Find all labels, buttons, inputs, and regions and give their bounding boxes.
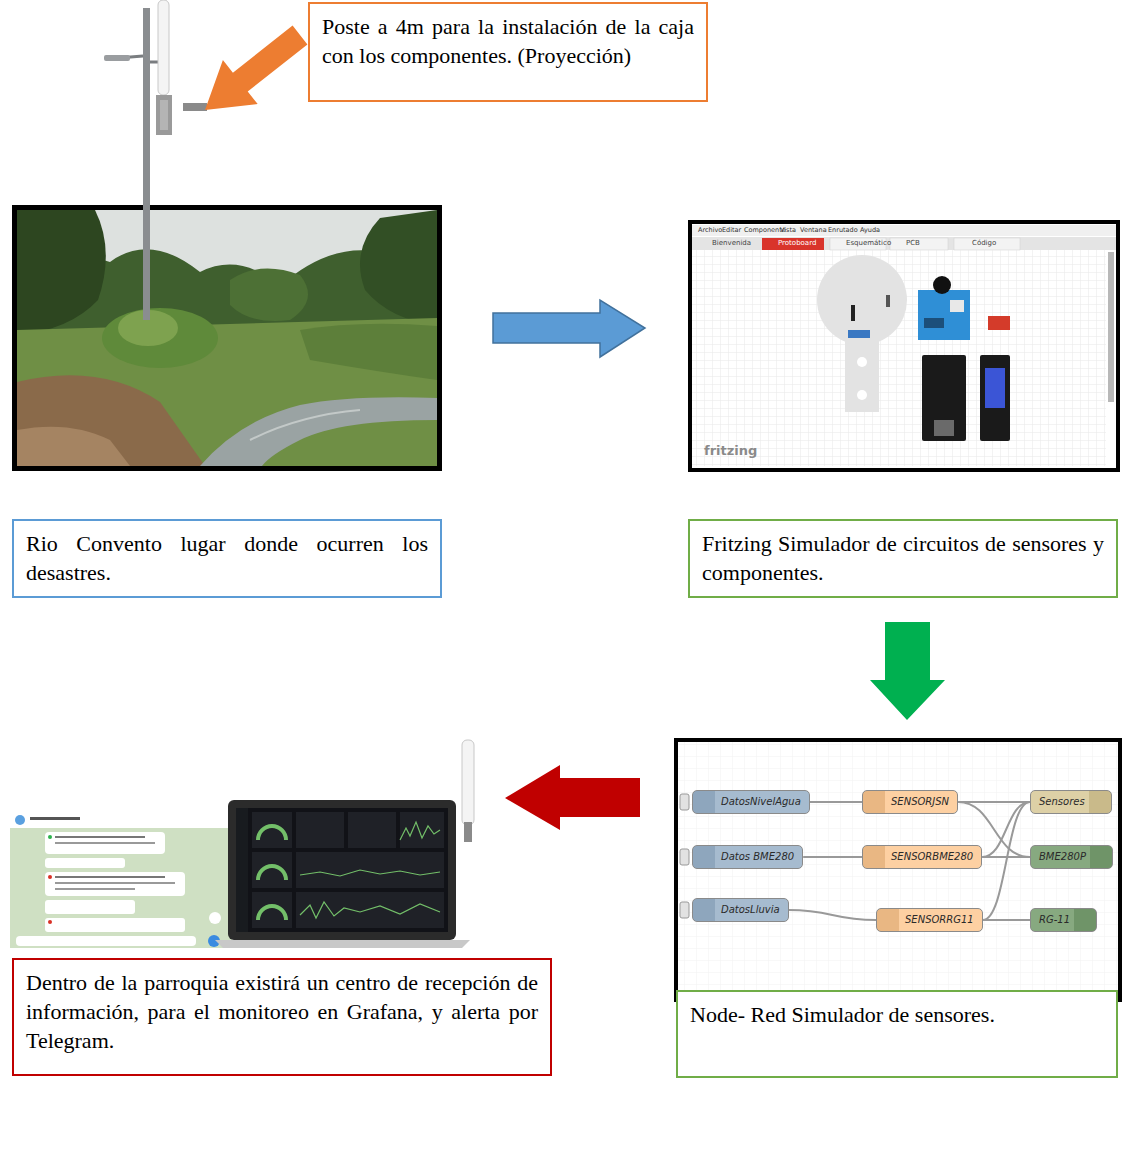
menu-label: Enrutado [828,227,858,234]
flow-wire [983,919,1030,921]
flow-node: Datos BME280 [692,845,803,869]
menu-label: Componente [744,227,786,234]
flow-node: Sensores [1030,790,1112,814]
text-box: Dentro de la parroquia existirá un centr… [12,958,552,1076]
text-box: Poste a 4m para la instalación de la caj… [308,2,708,102]
text-box: Rio Convento lugar donde ocurren los des… [12,519,442,598]
menu-label: Código [972,240,996,248]
node-text: Dentro de la parroquia existirá un centr… [26,968,538,1055]
menu-label: PCB [906,240,920,248]
node-text: Node- Red Simulador de sensores. [690,1000,1104,1029]
flow-node: SENSORRG11 [876,908,983,932]
menu-label: Vista [780,227,796,234]
flow-wire [958,801,1030,803]
pole-illustration [104,0,207,320]
node-red-screenshot [674,738,1122,1002]
text-box: Fritzing Simulador de circuitos de senso… [688,519,1118,598]
flow-node: SENSORJSN [862,790,958,814]
node-text: SENSORRG11 [905,909,974,931]
flow-node: BME280P [1030,845,1113,869]
menu-label: Bienvenida [712,240,751,248]
text-box: Node- Red Simulador de sensores. [676,990,1118,1078]
flow-node: RG-11 [1030,908,1097,932]
menu-label: Ayuda [860,227,880,234]
menu-label: Ventana [800,227,827,234]
node-text: BME280P [1039,846,1086,868]
menu-label: Protoboard [778,240,816,248]
node-text: Datos BME280 [721,846,794,868]
node-text: SENSORJSN [891,791,949,813]
menu-label: Esquemático [846,240,891,248]
telegram-screenshot [10,812,232,948]
node-text: Poste a 4m para la instalación de la caj… [322,12,694,70]
menu-label: Archivo [698,227,722,234]
watermark: fritzing [704,444,757,458]
antenna [462,740,474,842]
menu-label: Editar [722,227,741,234]
callout-arrow [205,26,307,110]
flow-arrow [870,622,945,720]
flow-wire [810,801,862,803]
flow-wire [983,802,1030,920]
node-text: SENSORBME280 [891,846,973,868]
node-text: RG-11 [1039,909,1070,931]
flow-wire [982,802,1030,857]
node-text: DatosNivelAgua [721,791,801,813]
flow-arrow [493,300,645,357]
flow-arrow [505,765,640,830]
flow-node: DatosLluvia [692,898,789,922]
flow-node: SENSORBME280 [862,845,982,869]
node-text: Rio Convento lugar donde ocurren los des… [26,529,428,587]
flow-node: DatosNivelAgua [692,790,810,814]
node-text: DatosLluvia [721,899,780,921]
river-photo [12,205,442,471]
flow-wire [789,910,876,920]
node-text: Fritzing Simulador de circuitos de senso… [702,529,1104,587]
node-text: Sensores [1039,791,1085,813]
fritzing-screenshot [688,220,1120,472]
laptop-grafana [215,800,470,948]
flow-wire [803,856,862,858]
